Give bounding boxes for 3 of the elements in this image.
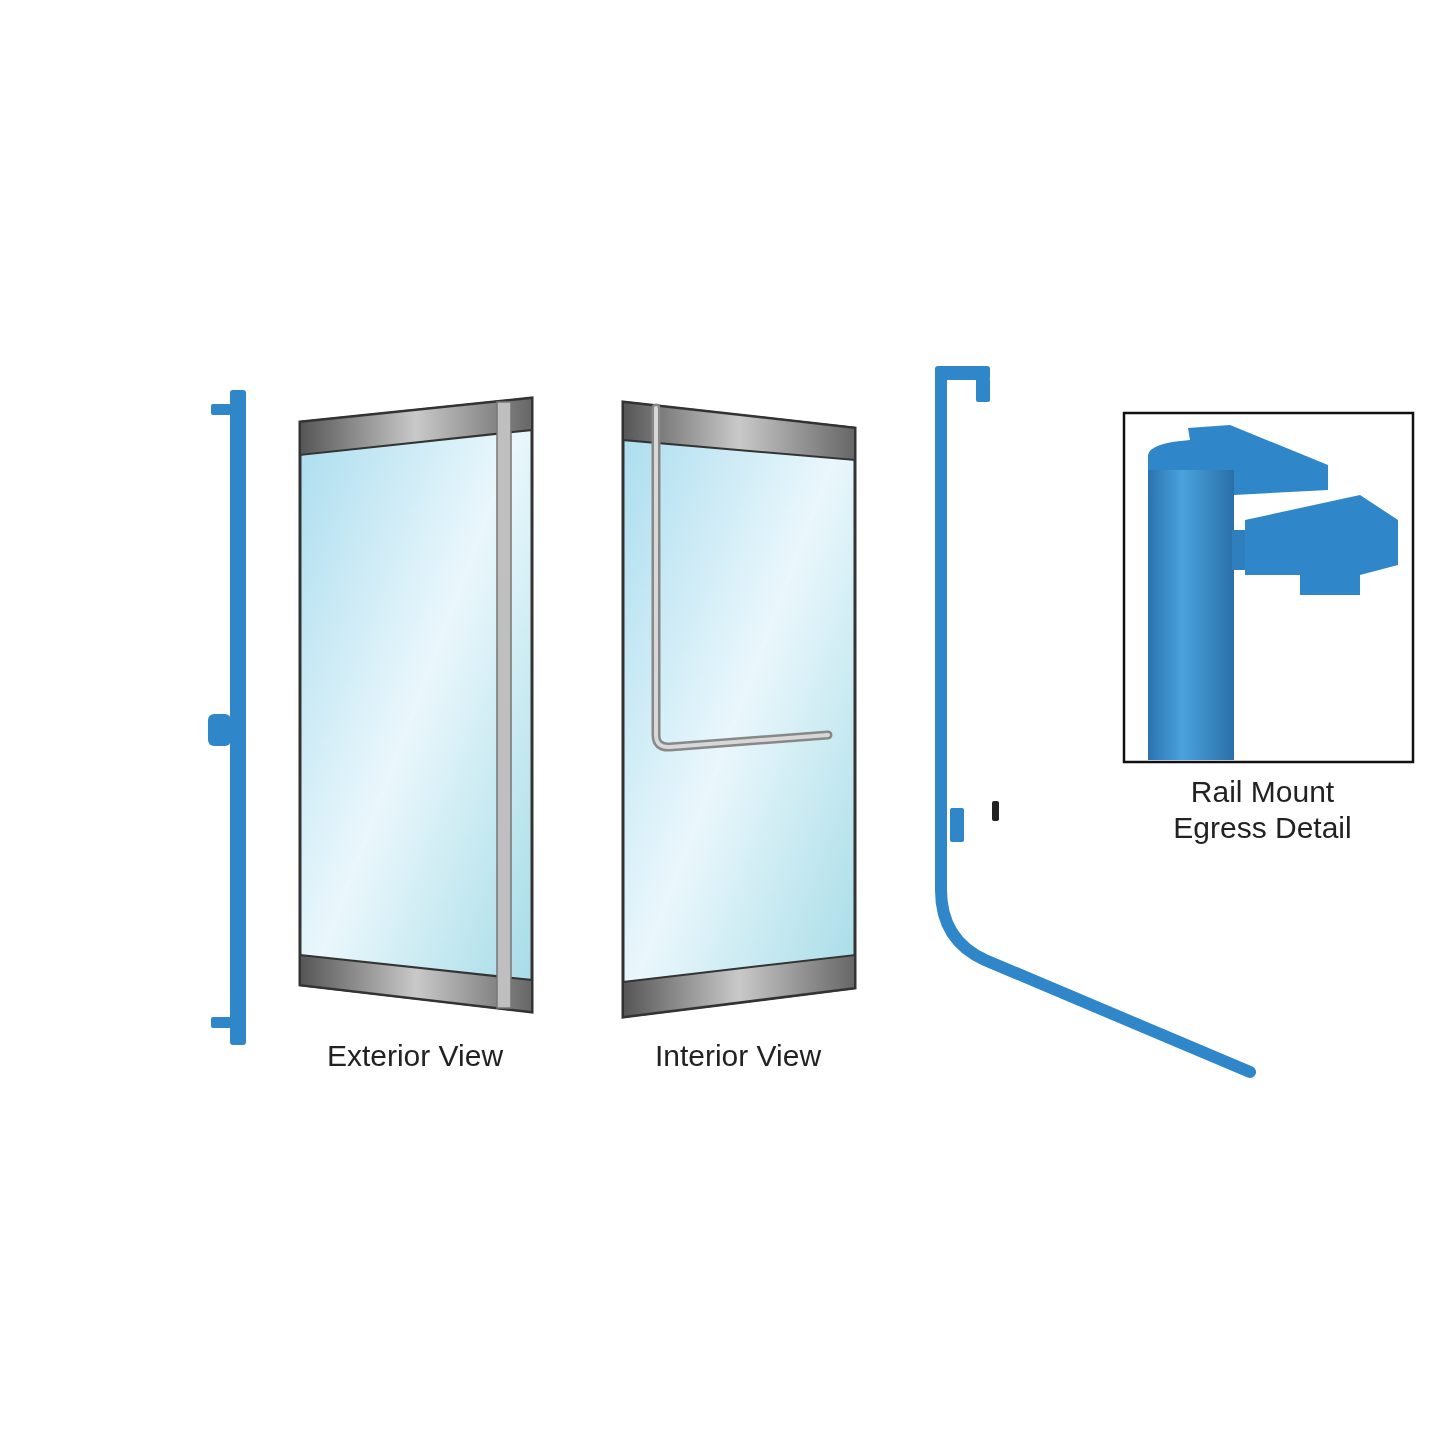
view-caption: Rail Mount Egress Detail xyxy=(1172,774,1353,846)
view-caption: Interior View xyxy=(653,1038,823,1074)
view-caption: Exterior View xyxy=(325,1038,505,1074)
